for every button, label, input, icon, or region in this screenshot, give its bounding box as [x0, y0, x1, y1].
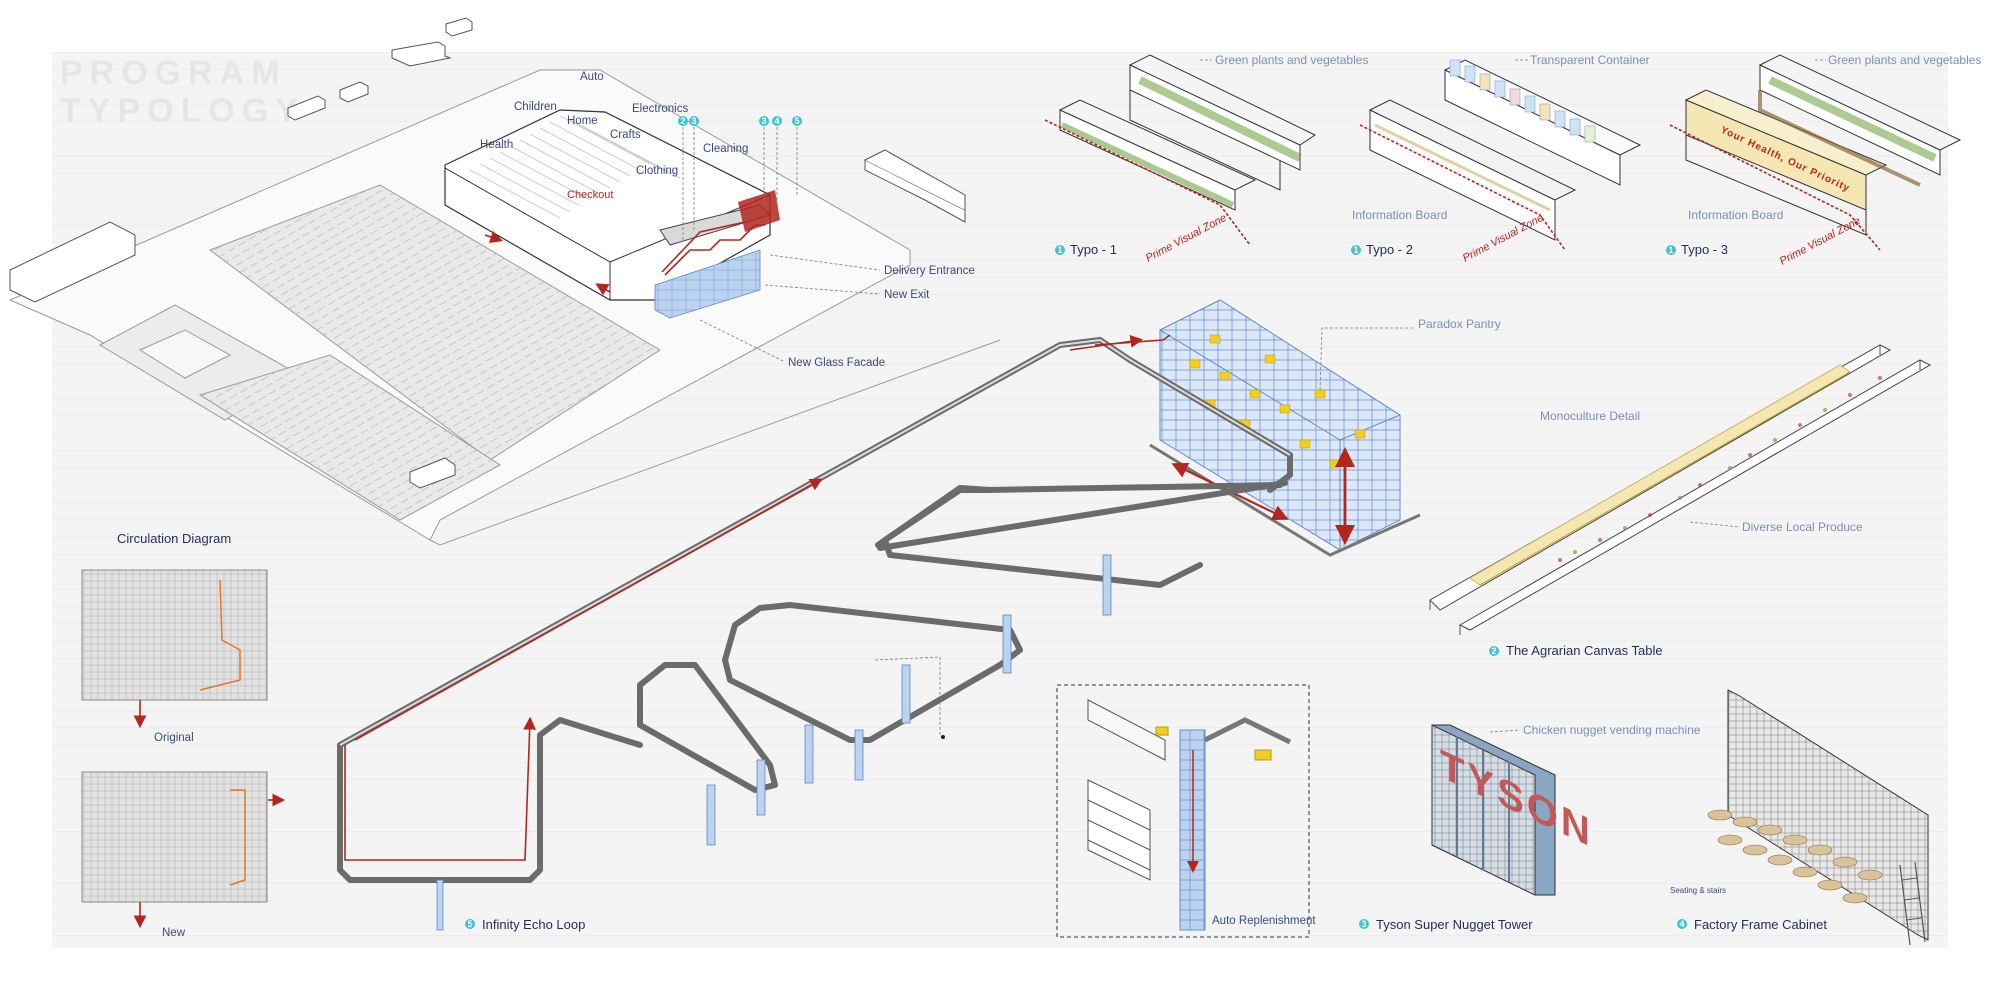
callout-delivery-entrance: Delivery Entrance	[884, 265, 975, 277]
agrarian-badge: 2	[1492, 646, 1497, 656]
auto-replenishment-title: Auto Replenishment	[1212, 915, 1316, 927]
diverse-produce-label: Diverse Local Produce	[1742, 520, 1863, 534]
dept-crafts: Crafts	[610, 129, 641, 141]
dept-cleaning: Cleaning	[703, 143, 748, 155]
agrarian-canvas-table: Diverse Local Produce Monoculture Detail…	[1429, 344, 1932, 658]
typo-3-title: Typo - 3	[1681, 242, 1728, 257]
callout-new-glass-facade: New Glass Facade	[788, 357, 885, 369]
dept-electronics: Electronics	[632, 103, 688, 115]
typology-1: Prime Visual Zone Green plants and veget…	[1044, 53, 1368, 265]
badge-3b: 3	[762, 116, 767, 126]
sheet-title-line-1: PROGRAM	[60, 54, 287, 92]
badge-4: 4	[775, 116, 780, 126]
circulation-original-label: Original	[154, 732, 194, 744]
site-plan: Auto Children Electronics Home Crafts He…	[8, 17, 1001, 546]
typo-3-board-label: Information Board	[1688, 208, 1783, 222]
typo-1-top-label: Green plants and vegetables	[1215, 53, 1368, 67]
seating-stairs-label: Seating & stairs	[1670, 886, 1726, 895]
dept-checkout: Checkout	[567, 189, 613, 201]
store-badges: 2 3 3 4 5	[678, 116, 802, 240]
dept-home: Home	[567, 115, 598, 127]
infinity-loop-title: Infinity Echo Loop	[482, 917, 585, 932]
tyson-title: Tyson Super Nugget Tower	[1376, 917, 1533, 932]
typo-2-title: Typo - 2	[1366, 242, 1413, 257]
badge-2: 2	[681, 116, 686, 126]
circulation-title: Circulation Diagram	[117, 531, 231, 546]
infinity-echo-loop: 5 Infinity Echo Loop	[337, 334, 1293, 932]
badge-5: 5	[795, 116, 800, 126]
tyson-badge: 3	[1362, 919, 1367, 929]
tyson-callout: Chicken nugget vending machine	[1523, 723, 1701, 737]
typo-3-top-label: Green plants and vegetables	[1828, 53, 1981, 67]
auto-replenishment: Auto Replenishment	[1056, 684, 1316, 938]
dept-children: Children	[514, 101, 557, 113]
typo-1-title: Typo - 1	[1070, 242, 1117, 257]
paradox-pantry-label: Paradox Pantry	[1418, 317, 1501, 331]
sheet-title: PROGRAM TYPOLOGY	[60, 54, 305, 130]
factory-badge: 4	[1680, 919, 1685, 929]
circulation-diagram: Circulation Diagram Original New	[81, 531, 286, 939]
typo-2-badge: 1	[1354, 245, 1359, 255]
dept-health: Health	[480, 139, 513, 151]
agrarian-title: The Agrarian Canvas Table	[1506, 643, 1663, 658]
dept-auto: Auto	[580, 71, 604, 83]
typo-1-badge: 1	[1058, 245, 1063, 255]
typo-2-board-label: Information Board	[1352, 208, 1447, 222]
badge-3a: 3	[692, 116, 697, 126]
dept-clothing: Clothing	[636, 165, 678, 177]
typo-2-top-label: Transparent Container	[1530, 53, 1650, 67]
infinity-loop-badge: 5	[468, 919, 473, 929]
callout-new-exit: New Exit	[884, 289, 930, 301]
circulation-new-label: New	[162, 927, 186, 939]
factory-frame-cabinet: Seating & stairs 4 Factory Frame Cabinet	[1670, 689, 1929, 946]
sheet-title-line-2: TYPOLOGY	[60, 92, 305, 130]
factory-title: Factory Frame Cabinet	[1694, 917, 1827, 932]
monoculture-label: Monoculture Detail	[1540, 409, 1640, 423]
typo-3-badge: 1	[1669, 245, 1674, 255]
